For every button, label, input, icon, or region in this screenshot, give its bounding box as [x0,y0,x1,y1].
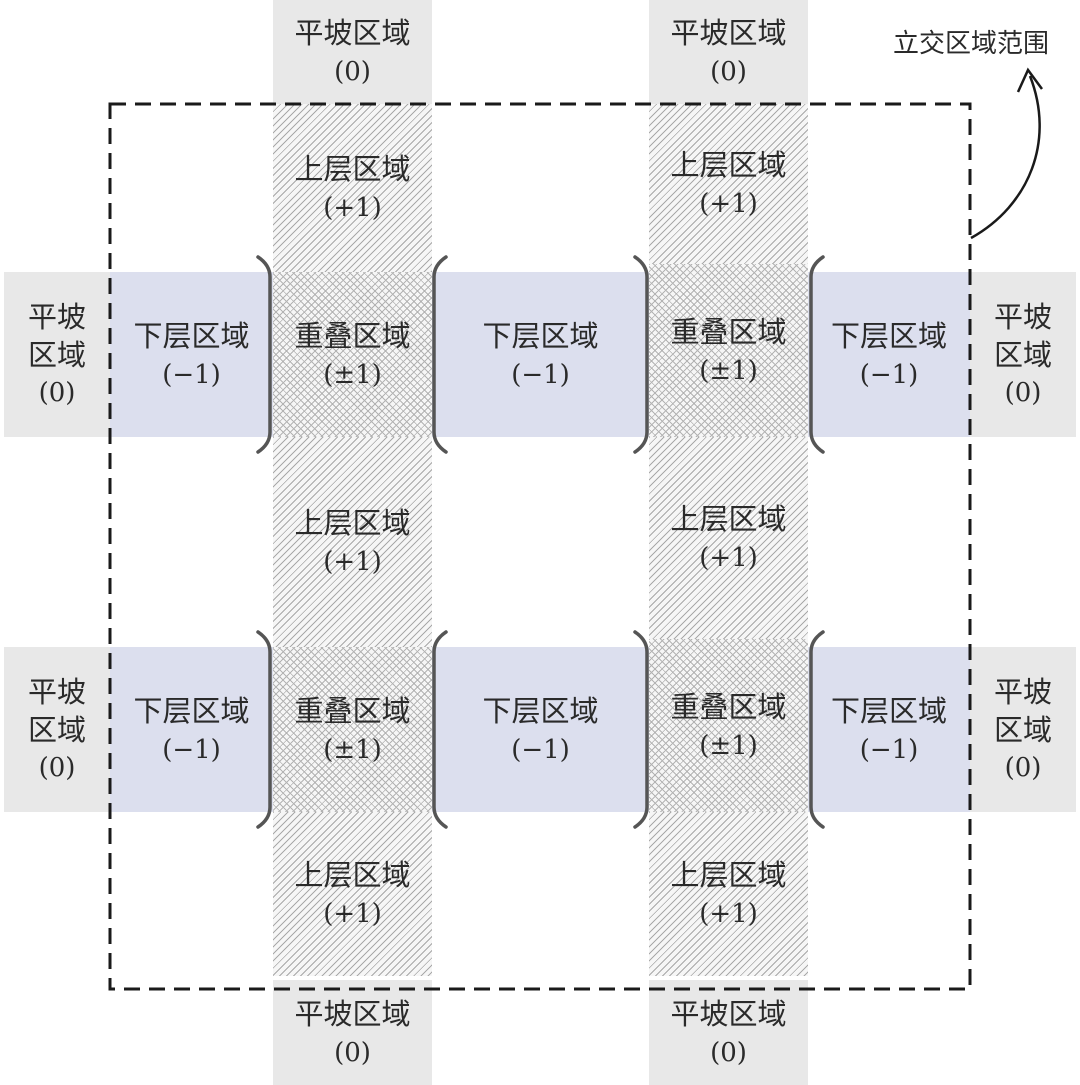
flat-area-label-line2: 区域 [27,712,86,747]
flat-area-label-line2: 区域 [27,337,86,372]
flat-area-label-line1: 平坡 [993,674,1052,709]
upper-area-r2-left: 上层区域 (+1) [273,437,432,647]
lower-area-value: (−1) [162,359,221,390]
overlap-area-r2-c2: 重叠区域 (±1) [649,639,808,812]
flat-area-value: (0) [334,1037,371,1068]
flat-area-value: (0) [334,57,371,87]
flat-area-label-line2: 区域 [993,712,1052,747]
lower-area-r2-c3: 下层区域 (−1) [808,647,970,812]
upper-area-label: 上层区域 [670,148,787,182]
upper-area-value: (+1) [323,547,382,577]
flat-area-label-line1: 平坡 [993,299,1052,334]
flat-area-label: 平坡区域 [294,16,411,50]
flat-area-label: 平坡区域 [670,16,787,50]
overlap-area-label: 重叠区域 [670,314,787,349]
upper-area-r3-left: 上层区域 (+1) [273,812,432,976]
lower-area-label: 下层区域 [830,693,947,728]
upper-area-r2-right: 上层区域 (+1) [649,437,808,639]
lower-area-value: (−1) [859,359,919,390]
upper-area-label: 上层区域 [670,502,787,536]
overlap-area-r1-c2: 重叠区域 (±1) [649,264,808,437]
overlap-area-label: 重叠区域 [670,689,787,724]
lower-area-label: 下层区域 [133,693,250,728]
overlap-area-value: (±1) [323,359,382,390]
flat-area-value: (0) [1004,377,1042,408]
callout-arrowhead [1016,67,1044,93]
upper-area-r3-right: 上层区域 (+1) [649,812,808,976]
callout-arrow [970,75,1041,240]
upper-area-value: (+1) [323,899,382,929]
lower-area-r1-c3: 下层区域 (−1) [808,272,970,437]
flat-area-value: (0) [710,1037,747,1068]
flat-area-value: (0) [1004,752,1042,783]
flat-area-right-r2: 平坡 区域 (0) [970,647,1076,812]
flat-area-label-line1: 平坡 [27,299,86,334]
flat-area-top-right: 平坡区域 (0) [649,0,808,104]
flat-area-value: (0) [710,57,747,87]
upper-area-value: (+1) [699,189,758,219]
lower-area-label: 下层区域 [482,318,599,353]
upper-area-label: 上层区域 [294,858,411,892]
lower-area-r2-c1: 下层区域 (−1) [110,647,273,812]
overlap-area-r2-c1: 重叠区域 (±1) [273,647,432,812]
overlap-area-r1-c1: 重叠区域 (±1) [273,272,432,437]
lower-area-value: (−1) [511,359,570,390]
flat-area-right-r1: 平坡 区域 (0) [970,272,1076,437]
upper-area-r1-right: 上层区域 (+1) [649,104,808,264]
overlap-area-label: 重叠区域 [294,318,411,353]
interchange-range-label: 立交区域范围 [893,29,1050,59]
lower-area-label: 下层区域 [830,318,947,353]
flat-area-value: (0) [38,752,76,783]
lower-area-r2-c2: 下层区域 (−1) [432,647,649,812]
flat-area-bottom-left: 平坡区域 (0) [273,980,432,1085]
flat-area-value: (0) [38,377,76,408]
overlap-area-value: (±1) [699,730,758,761]
flat-area-left-r2: 平坡 区域 (0) [4,647,110,812]
flat-area-bottom-right: 平坡区域 (0) [649,980,808,1085]
overlap-area-value: (±1) [323,734,382,765]
overlap-area-value: (±1) [699,355,758,386]
lower-area-label: 下层区域 [482,693,599,728]
flat-area-label: 平坡区域 [294,996,411,1031]
upper-area-value: (+1) [699,543,758,573]
upper-area-value: (+1) [699,899,758,929]
interchange-boundary [108,102,972,991]
flat-area-label-line2: 区域 [993,337,1052,372]
lower-area-label: 下层区域 [133,318,250,353]
lower-area-r1-c2: 下层区域 (−1) [432,272,649,437]
lower-area-value: (−1) [511,734,570,765]
upper-area-value: (+1) [323,193,382,223]
lower-area-r1-c1: 下层区域 (−1) [110,272,273,437]
upper-area-label: 上层区域 [294,152,411,186]
upper-area-label: 上层区域 [294,506,411,540]
flat-area-label-line1: 平坡 [27,674,86,709]
flat-area-label: 平坡区域 [670,996,787,1031]
flat-area-top-left: 平坡区域 (0) [273,0,432,104]
overlap-area-label: 重叠区域 [294,693,411,728]
flat-area-left-r1: 平坡 区域 (0) [4,272,110,437]
lower-area-value: (−1) [162,734,221,765]
upper-area-r1-left: 上层区域 (+1) [273,104,432,272]
upper-area-label: 上层区域 [670,858,787,892]
lower-area-value: (−1) [859,734,919,765]
